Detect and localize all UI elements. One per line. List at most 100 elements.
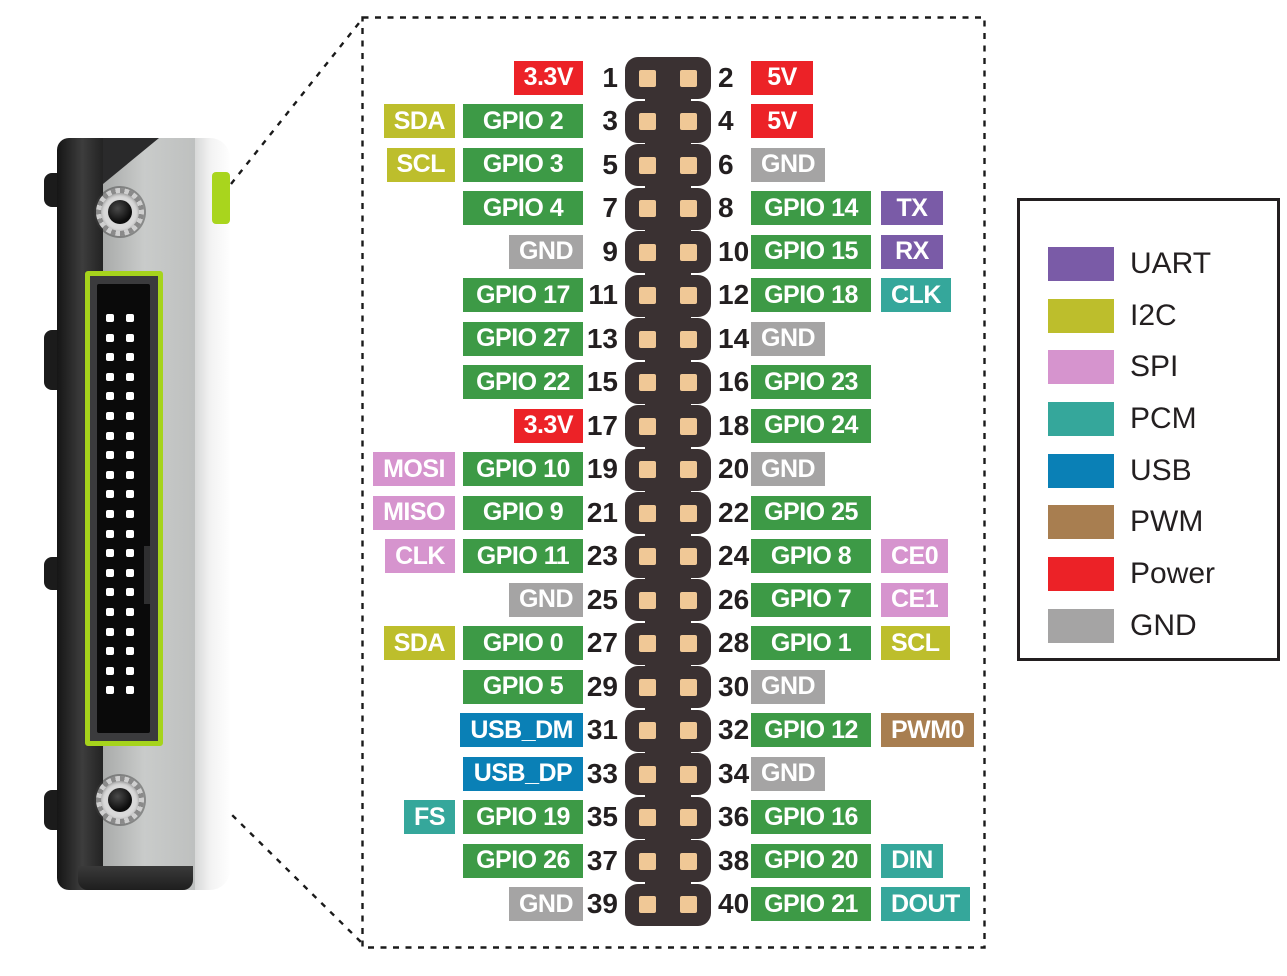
legend-label: I2C <box>1130 298 1177 332</box>
pin-label-badge: GPIO 23 <box>751 365 871 400</box>
pin-label-badge: GPIO 7 <box>751 582 871 617</box>
pin-number: 6 <box>718 148 734 180</box>
pin-number: 26 <box>718 583 750 615</box>
pin-number: 30 <box>718 670 750 702</box>
socket-pin-dot <box>126 353 134 362</box>
pin-function-badge: SCL <box>386 147 455 182</box>
pin-number: 14 <box>718 322 750 354</box>
legend-label: Power <box>1130 556 1216 590</box>
pin-label-badge: GPIO 20 <box>751 843 871 878</box>
pin-number: 24 <box>718 540 750 572</box>
screw-bottom-icon <box>96 776 144 824</box>
gpio-connector-socket <box>97 284 150 733</box>
header-row-block <box>625 883 711 926</box>
pin-function-badge: MISO <box>373 495 455 530</box>
header-row-block <box>625 753 711 795</box>
socket-pin-dot <box>106 549 114 558</box>
header-pin-pad <box>639 417 656 435</box>
pin-label-badge: USB_DP <box>463 756 583 791</box>
pin-label-badge: 5V <box>751 104 813 139</box>
socket-pin-dot <box>106 608 114 616</box>
header-pin-pad <box>680 69 697 87</box>
header-pin-pad <box>680 461 697 478</box>
pin-label-badge: GPIO 11 <box>463 539 583 574</box>
pin-number: 16 <box>718 366 750 398</box>
device-foot <box>78 866 193 890</box>
pin-label-badge: GPIO 22 <box>463 365 583 400</box>
pin-label-badge: GPIO 0 <box>463 626 583 661</box>
pin-label-badge: GND <box>508 582 583 617</box>
legend-swatch-pcm <box>1048 401 1114 436</box>
header-pin-pad <box>639 548 656 565</box>
header-row-block <box>625 579 711 621</box>
socket-pin-dot <box>126 431 134 440</box>
socket-pin-dot <box>106 686 114 695</box>
pin-label-badge: GPIO 15 <box>751 234 871 269</box>
pin-label-badge: GPIO 14 <box>751 191 871 226</box>
legend-item: PCM <box>1048 393 1277 445</box>
socket-pin-dot <box>106 372 114 381</box>
pin-number: 31 <box>586 714 618 746</box>
header-pin-pad <box>639 591 656 609</box>
header-pin-pad <box>639 809 656 826</box>
pin-label-badge: 5V <box>751 60 813 95</box>
pin-number: 25 <box>586 583 618 615</box>
socket-pin-dot <box>106 666 114 675</box>
pin-number: 21 <box>586 496 618 528</box>
socket-pin-dot <box>126 627 134 636</box>
pin-label-badge: GPIO 2 <box>463 104 583 139</box>
pin-label-badge: GND <box>508 234 583 269</box>
pin-label-badge: GPIO 27 <box>463 321 583 356</box>
header-pin-pad <box>639 243 656 261</box>
pin-number: 27 <box>586 627 618 659</box>
pin-number: 36 <box>718 801 750 833</box>
pin-number: 2 <box>718 61 734 93</box>
socket-pin-dot <box>126 412 134 420</box>
pin-function-badge: CLK <box>881 278 951 313</box>
header-pin-pad <box>639 113 656 130</box>
header-pin-pad <box>639 678 656 696</box>
legend-swatch-pwm <box>1048 505 1114 540</box>
header-pin-pad <box>639 156 656 174</box>
header-row-block <box>625 361 711 404</box>
socket-pin-dot <box>106 451 114 460</box>
pin-label-badge: 3.3V <box>513 408 583 443</box>
header-row-block <box>625 622 711 665</box>
pin-label-badge: GPIO 8 <box>751 539 871 574</box>
pin-number: 29 <box>586 670 618 702</box>
socket-pin-dot <box>106 314 114 322</box>
socket-pin-dot <box>106 627 114 636</box>
header-row-block <box>625 187 711 230</box>
pin-number: 12 <box>718 279 750 311</box>
pin-number: 15 <box>586 366 618 398</box>
socket-pin-dot <box>126 470 134 479</box>
pin-number: 23 <box>586 540 618 572</box>
socket-pin-dot <box>126 333 134 342</box>
header-pin-pad <box>680 591 697 609</box>
header-pin-pad <box>639 461 656 478</box>
pin-function-badge: CE1 <box>881 582 949 617</box>
socket-pin-dot <box>126 490 134 499</box>
legend-item: PWM <box>1048 496 1277 548</box>
header-pin-pad <box>680 635 697 652</box>
header-pin-pad <box>680 722 697 739</box>
socket-pin-dot <box>106 568 114 577</box>
pin-number: 38 <box>718 844 750 876</box>
pin-number: 33 <box>586 757 618 789</box>
pin-function-badge: MOSI <box>373 452 455 487</box>
socket-pin-dot <box>106 353 114 362</box>
pin-label-badge: GPIO 4 <box>463 191 583 226</box>
pin-number: 19 <box>586 453 618 485</box>
pin-label-badge: GND <box>751 321 826 356</box>
device-left-tab <box>44 557 59 590</box>
header-row-block <box>625 57 711 99</box>
header-pin-pad <box>639 330 656 348</box>
pin-label-badge: GND <box>751 452 826 487</box>
